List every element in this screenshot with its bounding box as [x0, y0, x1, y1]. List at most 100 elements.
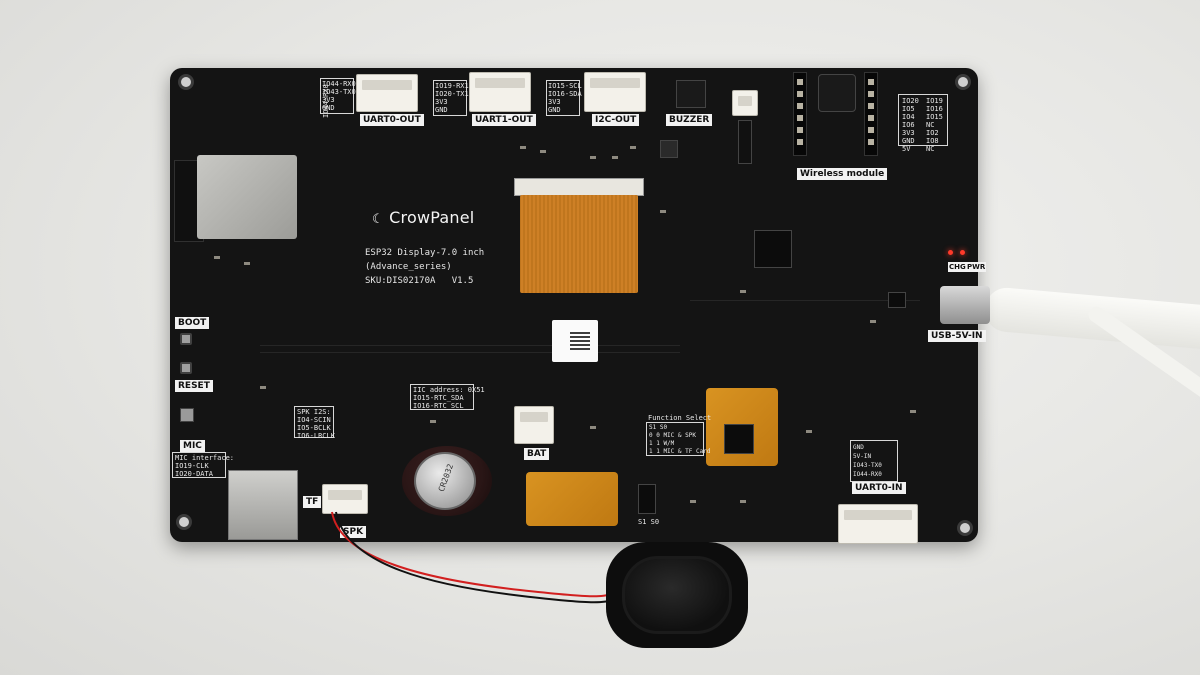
i2c-pin-list: IO15-SCL IO16-SDA 3V3 GND	[548, 82, 582, 114]
power-led	[948, 250, 953, 255]
sku-text: SKU:DIS02170A	[365, 276, 436, 286]
dip-switch[interactable]	[638, 484, 656, 514]
pin-label: 3V3	[548, 98, 561, 106]
smd-component	[740, 290, 746, 293]
mcu-chip	[754, 230, 792, 268]
model-line: ESP32 Display-7.0 inch	[365, 248, 485, 258]
smd-component	[740, 500, 746, 503]
note-line: IO20-DATA	[175, 470, 213, 478]
spk-connector[interactable]	[322, 484, 368, 514]
uart1-out-label: UART1-OUT	[472, 114, 536, 126]
mode-switch[interactable]	[732, 90, 758, 116]
function-select-title: Function Select	[648, 414, 712, 422]
kapton-tape	[526, 472, 618, 526]
pin-label: IO44-RX0	[322, 80, 356, 88]
boot-label: BOOT	[175, 317, 210, 329]
reset-button[interactable]	[180, 362, 192, 374]
pin-label: IO16-SDA	[548, 90, 582, 98]
smd-component	[244, 262, 250, 265]
wireless-pin-left-list: IO20 IO5 IO4 IO6 3V3 GND 5V	[902, 97, 919, 153]
crowpanel-logo-icon: ☾	[372, 212, 384, 227]
series-line: (Advance_series)	[365, 262, 452, 272]
pcb-trace	[260, 345, 680, 346]
boot-button[interactable]	[180, 333, 192, 345]
charge-led	[960, 250, 965, 255]
smd-component	[520, 146, 526, 149]
sku-line: SKU:DIS02170A V1.5	[365, 276, 473, 286]
pcb-board	[170, 68, 978, 542]
buzzer-component	[676, 80, 706, 108]
pcb-trace	[690, 300, 920, 301]
wireless-module-label: Wireless module	[797, 168, 888, 180]
uart0-out-connector[interactable]	[356, 74, 418, 112]
coin-cell-battery	[414, 452, 476, 510]
mounting-hole	[955, 74, 971, 90]
qr-sticker	[552, 320, 598, 362]
table-row: 1 1 W/M	[649, 440, 675, 447]
note-line: IIC address: 0X51	[413, 386, 485, 394]
uart1-out-connector[interactable]	[469, 72, 531, 112]
pin-label: 5V-IN	[853, 453, 872, 460]
bat-connector[interactable]	[514, 406, 554, 444]
pin-label: GND	[902, 137, 915, 145]
table-row: S1 S0	[649, 424, 668, 431]
mounting-hole	[957, 520, 973, 536]
esp32-module	[197, 155, 297, 239]
wireless-pin-box	[898, 94, 948, 146]
smd-component	[612, 156, 618, 159]
tf-card-slot[interactable]	[228, 470, 298, 540]
uart0-in-pin-list: GND 5V-IN IO43-TX0 IO44-RX0	[853, 443, 882, 479]
note-line: IO15-RTC_SDA	[413, 394, 464, 402]
pin-label: IO16	[926, 105, 943, 113]
smd-component	[660, 210, 666, 213]
smd-component	[214, 256, 220, 259]
version-text: V1.5	[451, 276, 474, 286]
function-select-table: S1 S0 0 0 MIC & SPK 1 1 W/M 1 1 MIC & TF…	[649, 424, 710, 456]
wireless-header-right[interactable]	[864, 72, 878, 156]
switch-body	[738, 120, 752, 164]
pin-label: GND	[548, 106, 561, 114]
inductor	[660, 140, 678, 158]
wireless-module-socket	[818, 74, 856, 112]
pin-label: NC	[926, 145, 935, 153]
mic-interface-note: MIC interface: IO19-CLK IO20-DATA	[175, 454, 234, 478]
pin-label: IO44-RX0	[853, 471, 882, 478]
pin-label: IO20-TX1	[435, 90, 469, 98]
pin-label: IO2	[926, 129, 939, 137]
speaker-cone	[622, 556, 732, 634]
mic-component	[180, 408, 194, 422]
pin-label: IO19-RX1	[435, 82, 469, 90]
uart0-in-connector[interactable]	[838, 504, 918, 544]
pin-label: IO8	[926, 137, 939, 145]
pin-label: GND	[853, 444, 864, 451]
table-row: 0 0 MIC & SPK	[649, 432, 696, 439]
spk-i2s-box	[294, 406, 334, 438]
smd-component	[910, 410, 916, 413]
smd-component	[630, 146, 636, 149]
iic-box	[410, 384, 474, 410]
uart0-in-label: UART0-IN	[852, 482, 906, 494]
iic-note: IIC address: 0X51 IO15-RTC_SDA IO16-RTC_…	[413, 386, 485, 410]
usb-ic	[888, 292, 906, 308]
crowpanel-logo-text: CrowPanel	[389, 208, 475, 227]
note-line: IO6-LRCLK	[297, 432, 335, 440]
note-line: IO5-BCLK	[297, 424, 331, 432]
smd-component	[540, 150, 546, 153]
smd-component	[870, 320, 876, 323]
crowpanel-logo: ☾ CrowPanel	[372, 208, 474, 227]
smd-component	[806, 430, 812, 433]
mounting-hole	[176, 514, 192, 530]
smd-component	[430, 420, 436, 423]
wireless-header-left[interactable]	[793, 72, 807, 156]
pin-label: IO6	[902, 121, 915, 129]
pwr-label: PWR	[966, 262, 987, 272]
smd-component	[690, 500, 696, 503]
usb-c-plug	[940, 286, 990, 324]
pin-label: 3V3	[322, 96, 335, 104]
pin-label: GND	[435, 106, 448, 114]
smd-component	[590, 156, 596, 159]
i2c-out-connector[interactable]	[584, 72, 646, 112]
smd-component	[260, 386, 266, 389]
chg-label: CHG	[948, 262, 967, 272]
